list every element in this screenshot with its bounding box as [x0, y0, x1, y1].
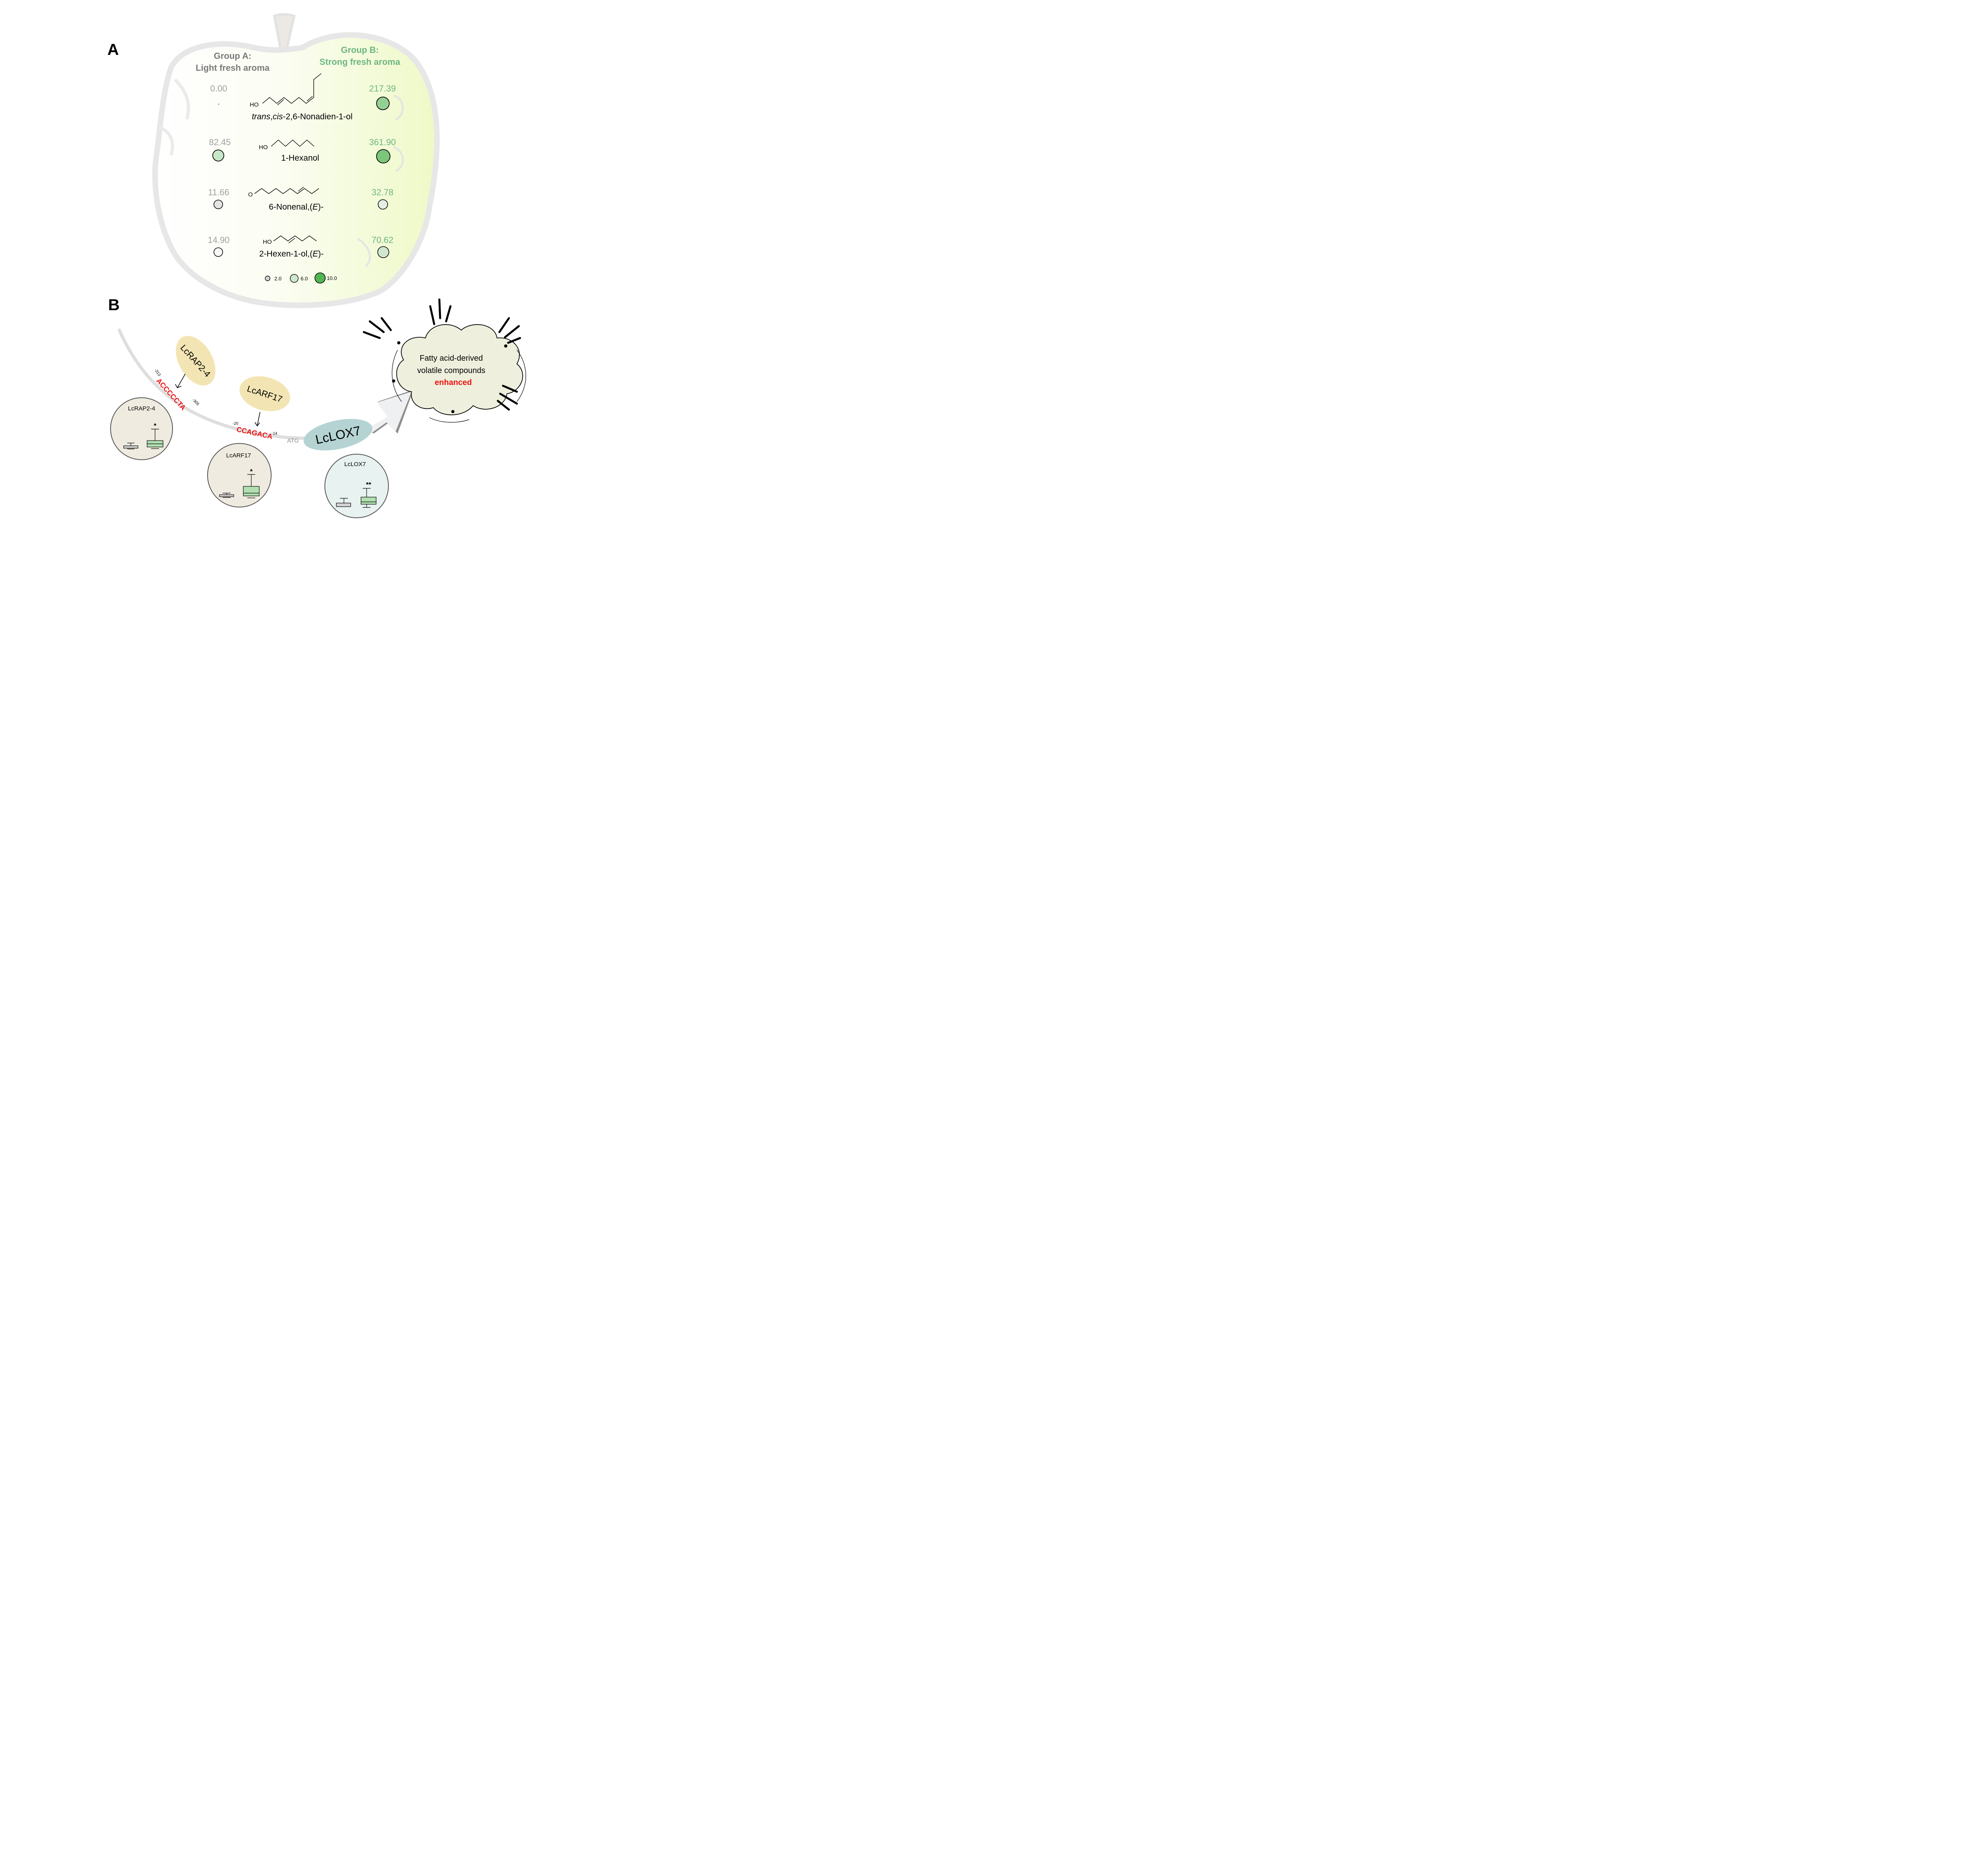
promoter-strand	[118, 328, 316, 440]
panel-a: A Group A: Light fresh aroma Group B: St…	[107, 13, 440, 308]
group-a-bubble	[218, 103, 219, 105]
chemical-structure	[262, 73, 322, 105]
motif-start: -20	[233, 422, 239, 426]
cloud-line-2: volatile compounds	[417, 366, 485, 375]
compound-row: 0.00 217.39 HO trans,cis-2,6-Nonadien-1-…	[210, 73, 396, 121]
arrowhead-icon	[254, 422, 260, 427]
structure-label: HO	[263, 239, 272, 245]
atg-label: ATG	[287, 437, 299, 444]
boxplot-title: LcLOX7	[344, 461, 366, 468]
group-b-bubble	[376, 149, 390, 163]
group-a-bubble	[212, 150, 224, 161]
expression-boxplot-lclox7: LcLOX7 **	[324, 454, 389, 518]
chemical-structure	[273, 235, 317, 243]
group-b-value: 70.62	[371, 235, 393, 245]
group-a-value: 0.00	[210, 84, 227, 93]
group-a-value: 82.45	[209, 137, 231, 147]
fruit-silhouette	[152, 13, 440, 308]
compound-row: 11.66 32.78 O 6-Nonenal,(E)-	[208, 187, 394, 212]
significance-marker: *	[250, 468, 253, 475]
group-b-subtitle: Strong fresh aroma	[320, 57, 401, 67]
motif-end: -305	[191, 398, 200, 406]
legend-bubble	[290, 274, 299, 283]
legend-label: 2.0	[274, 276, 282, 282]
structure-label: HO	[250, 101, 259, 108]
group-b-value: 32.78	[371, 187, 393, 197]
panel-a-label: A	[107, 41, 119, 58]
panel-b-label: B	[108, 296, 120, 314]
group-b-bubble	[377, 246, 389, 258]
motif-sequence: CCAGACA	[236, 425, 273, 441]
cloud-line-1: Fatty acid-derived	[420, 354, 483, 363]
arrow-icon	[177, 373, 186, 388]
chemical-structure	[254, 187, 319, 194]
big-arrow-icon	[366, 390, 414, 434]
group-b-value: 361.90	[369, 137, 396, 147]
tf-ellipse	[176, 336, 215, 386]
expression-boxplot-lcrap2-4: LcRAP2-4 *	[110, 397, 173, 460]
figure: A Group A: Light fresh aroma Group B: St…	[107, 13, 526, 518]
legend-label: 6.0	[301, 276, 308, 282]
chemical-structure	[271, 140, 315, 147]
motif-end: -14	[272, 431, 278, 436]
legend-bubble	[315, 272, 326, 284]
legend-label: 10.0	[327, 275, 337, 281]
expression-boxplot-lcarf17: LcARF17 *	[207, 443, 272, 507]
compound-name: 1-Hexanol	[281, 154, 319, 163]
gene-ellipse	[303, 419, 373, 451]
compound-row: 14.90 70.62 HO 2-Hexen-1-ol,(E)-	[208, 235, 393, 258]
significance-marker: *	[154, 422, 157, 430]
motif-start: -313	[153, 368, 162, 377]
tf-lcrap2-4[interactable]: LcRAP2-4	[168, 329, 224, 393]
panel-b: B LcRAP2-4 -313 ACCCCCTA -305 LcARF17 -2…	[108, 296, 526, 518]
group-b-value: 217.39	[369, 84, 396, 93]
arrow-icon	[257, 412, 260, 426]
group-b-bubble	[376, 97, 390, 110]
bubble-legend: 2.0 6.0 10.0	[265, 272, 337, 284]
group-a-bubble	[214, 200, 223, 209]
group-b-title: Group B:	[341, 45, 379, 55]
arrowhead-icon	[175, 384, 182, 389]
tf-lcarf17[interactable]: LcARF17	[235, 371, 294, 417]
compound-name: 6-Nonenal,(E)-	[269, 202, 324, 212]
volatile-cloud: Fatty acid-derived volatile compounds en…	[363, 298, 526, 423]
compound-name: trans,cis-2,6-Nonadien-1-ol	[252, 112, 352, 121]
group-a-value: 11.66	[208, 187, 229, 197]
significance-marker: **	[366, 481, 371, 488]
tf-ellipse	[239, 376, 290, 411]
structure-label: HO	[259, 144, 268, 151]
cloud-enhanced: enhanced	[435, 378, 472, 387]
group-a-title: Group A:	[214, 51, 252, 61]
structure-label: O	[248, 191, 253, 198]
group-b-bubble	[378, 199, 388, 210]
group-a-value: 14.90	[208, 235, 229, 245]
compound-row: 82.45 361.90 HO 1-Hexanol	[209, 137, 396, 163]
group-a-bubble	[214, 247, 223, 257]
group-a-subtitle: Light fresh aroma	[196, 63, 270, 73]
boxplot-title: LcARF17	[226, 452, 251, 459]
legend-bubble	[265, 276, 270, 281]
gene-lclox7[interactable]: LcLOX7	[301, 413, 375, 456]
boxplot-title: LcRAP2-4	[128, 405, 155, 412]
compound-name: 2-Hexen-1-ol,(E)-	[259, 249, 324, 258]
